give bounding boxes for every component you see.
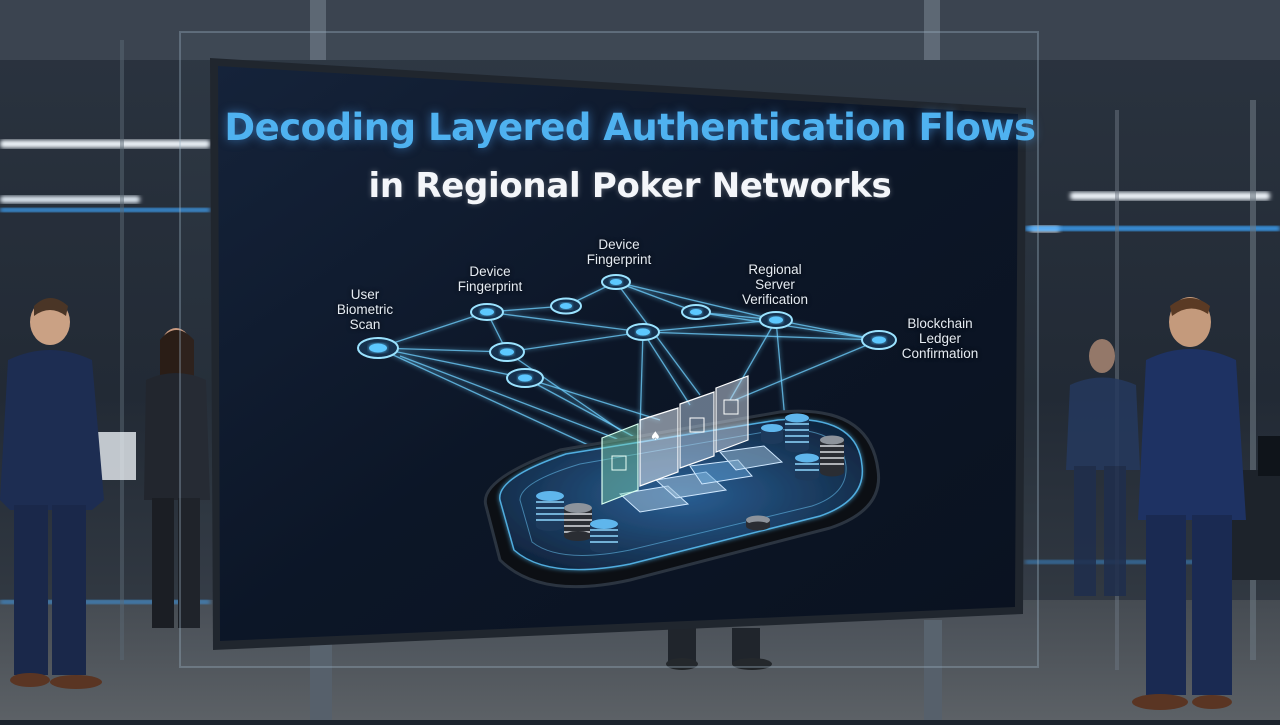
person-right [1132, 297, 1246, 710]
person-left [0, 298, 104, 689]
screen-title-line2: in Regional Poker Networks [368, 166, 892, 206]
svg-text:♠: ♠ [650, 429, 661, 443]
screen-title-line1: Decoding Layered Authentication Flows [224, 106, 1036, 149]
table-cards [618, 445, 784, 513]
auth-network [377, 281, 880, 456]
node-label-device-fingerprint-top: Device Fingerprint [586, 237, 652, 267]
node-label-user-biometric: User Biometric Scan [336, 287, 394, 332]
playing-card-icons: ♠ [601, 375, 749, 505]
authentication-node-icons [357, 274, 897, 388]
chip-stack-icons [536, 413, 844, 553]
person-back-right [1066, 339, 1140, 596]
person-woman [144, 328, 210, 628]
person-behind-screen [666, 628, 772, 670]
node-label-device-fingerprint-left: Device Fingerprint [457, 264, 523, 294]
node-label-regional-server: Regional Server Verification [741, 262, 809, 307]
node-label-blockchain: Blockchain Ledger Confirmation [901, 316, 979, 361]
